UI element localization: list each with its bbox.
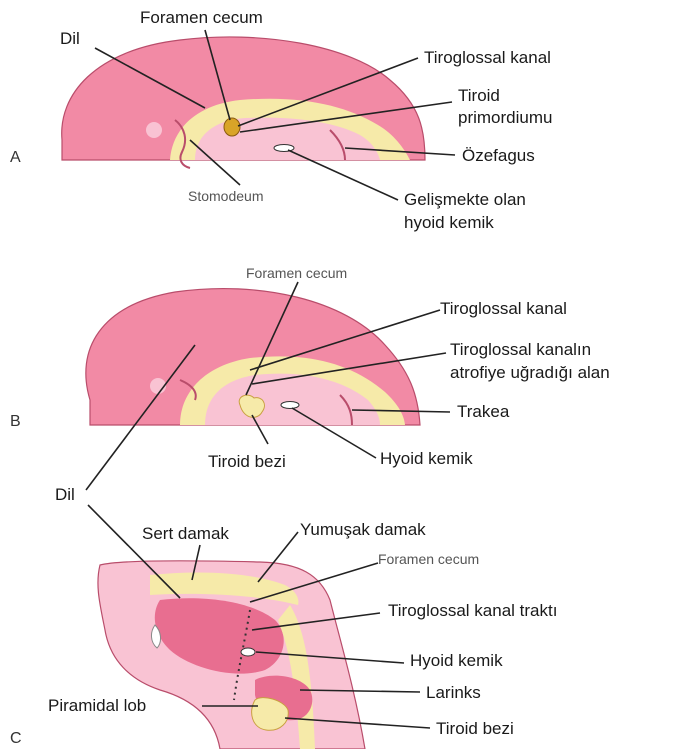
panel-b-hyoid: [281, 402, 299, 409]
label-a-dil: Dil: [60, 29, 80, 48]
panel-c-letter: C: [10, 730, 22, 747]
label-a-ozefagus: Özefagus: [462, 146, 535, 165]
panel-a: [62, 37, 425, 168]
label-b-atrofi-line1: Tiroglossal kanalın: [450, 340, 591, 359]
label-b-tiroglossal-kanal: Tiroglossal kanal: [440, 299, 567, 318]
label-c-hyoid-kemik: Hyoid kemik: [410, 651, 503, 670]
label-c-piramidal-lob: Piramidal lob: [48, 696, 146, 715]
panel-b-letter: B: [10, 413, 21, 430]
label-b-atrofi-line2: atrofiye uğradığı alan: [450, 363, 610, 382]
label-c-yumusak-damak: Yumuşak damak: [300, 520, 426, 539]
label-a-foramen-cecum: Foramen cecum: [140, 8, 263, 27]
label-c-sert-damak: Sert damak: [142, 524, 229, 543]
panel-a-hyoid-developing: [274, 145, 294, 152]
label-b-hyoid-kemik: Hyoid kemik: [380, 449, 473, 468]
label-c-larinks: Larinks: [426, 683, 481, 702]
label-b-foramen-cecum: Foramen cecum: [246, 265, 347, 281]
label-b-tiroid-bezi: Tiroid bezi: [208, 452, 286, 471]
label-a-tiroid-line1: Tiroid: [458, 86, 500, 105]
panel-a-eye-spot: [146, 122, 162, 138]
panel-a-letter: A: [10, 149, 21, 166]
panel-b: [86, 289, 420, 425]
label-a-hyoid-line1: Gelişmekte olan: [404, 190, 526, 209]
panel-c-hyoid: [241, 648, 255, 656]
label-a-tiroid-line2: primordiumu: [458, 108, 552, 127]
label-c-foramen-cecum: Foramen cecum: [378, 551, 479, 567]
label-a-tiroglossal-kanal: Tiroglossal kanal: [424, 48, 551, 67]
label-c-dil: Dil: [55, 485, 75, 504]
panel-a-thyroid-primordium: [224, 118, 240, 136]
label-a-stomodeum: Stomodeum: [188, 188, 263, 204]
label-c-tiroglossal-trakt: Tiroglossal kanal traktı: [388, 601, 557, 620]
label-b-trakea: Trakea: [457, 402, 510, 421]
label-a-hyoid-line2: hyoid kemik: [404, 213, 494, 232]
label-c-tiroid-bezi: Tiroid bezi: [436, 719, 514, 738]
